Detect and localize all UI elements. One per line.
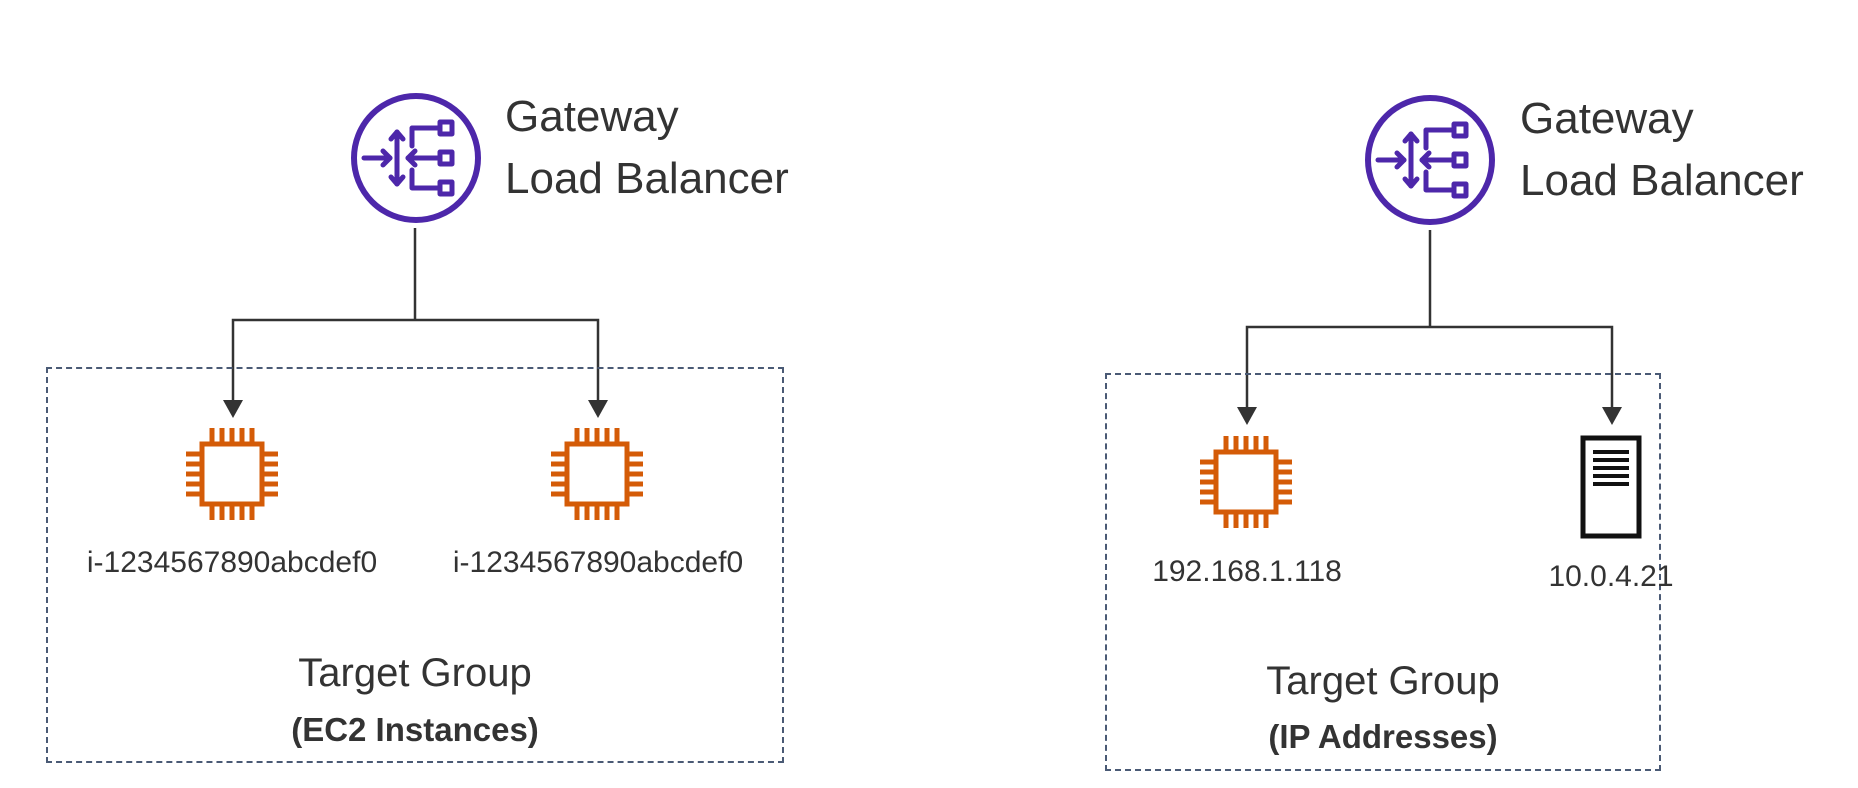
target-group-title: Target Group (1266, 659, 1500, 703)
target-label: i-1234567890abcdef0 (452, 546, 744, 579)
arrow-head (1602, 407, 1622, 425)
target-group-subtitle: (IP Addresses) (1268, 718, 1498, 755)
target-group-title: Target Group (298, 651, 532, 695)
target-group-box: Target Group (IP Addresses) (1105, 373, 1661, 771)
target-label: 192.168.1.118 (1152, 555, 1342, 588)
load-balancer-title: Gateway Load Balancer (1520, 88, 1804, 212)
arrow-head (588, 400, 608, 418)
gateway-load-balancer-icon (1365, 95, 1495, 225)
ec2-instance-icon (186, 428, 278, 520)
target-label: 10.0.4.21 (1548, 560, 1674, 593)
arrow-head (223, 400, 243, 418)
load-balancer-title-line1: Gateway (505, 92, 679, 141)
target-label: i-1234567890abcdef0 (86, 546, 378, 579)
target-group-subtitle: (EC2 Instances) (291, 711, 539, 748)
left-diagram: Gateway Load Balancer Target Group (EC2 … (46, 86, 789, 763)
server-icon (1580, 435, 1642, 539)
load-balancer-title-line2: Load Balancer (505, 154, 789, 203)
right-diagram: Gateway Load Balancer Target Group (IP A… (929, 0, 1858, 788)
target-group-box: Target Group (EC2 Instances) (46, 367, 784, 763)
gateway-load-balancer-icon (351, 93, 481, 223)
ec2-instance-icon (1200, 436, 1292, 528)
load-balancer-title: Gateway Load Balancer (505, 86, 789, 210)
load-balancer-title-line2: Load Balancer (1520, 156, 1804, 205)
load-balancer-title-line1: Gateway (1520, 94, 1694, 143)
arrow-head (1237, 407, 1257, 425)
ec2-instance-icon (551, 428, 643, 520)
